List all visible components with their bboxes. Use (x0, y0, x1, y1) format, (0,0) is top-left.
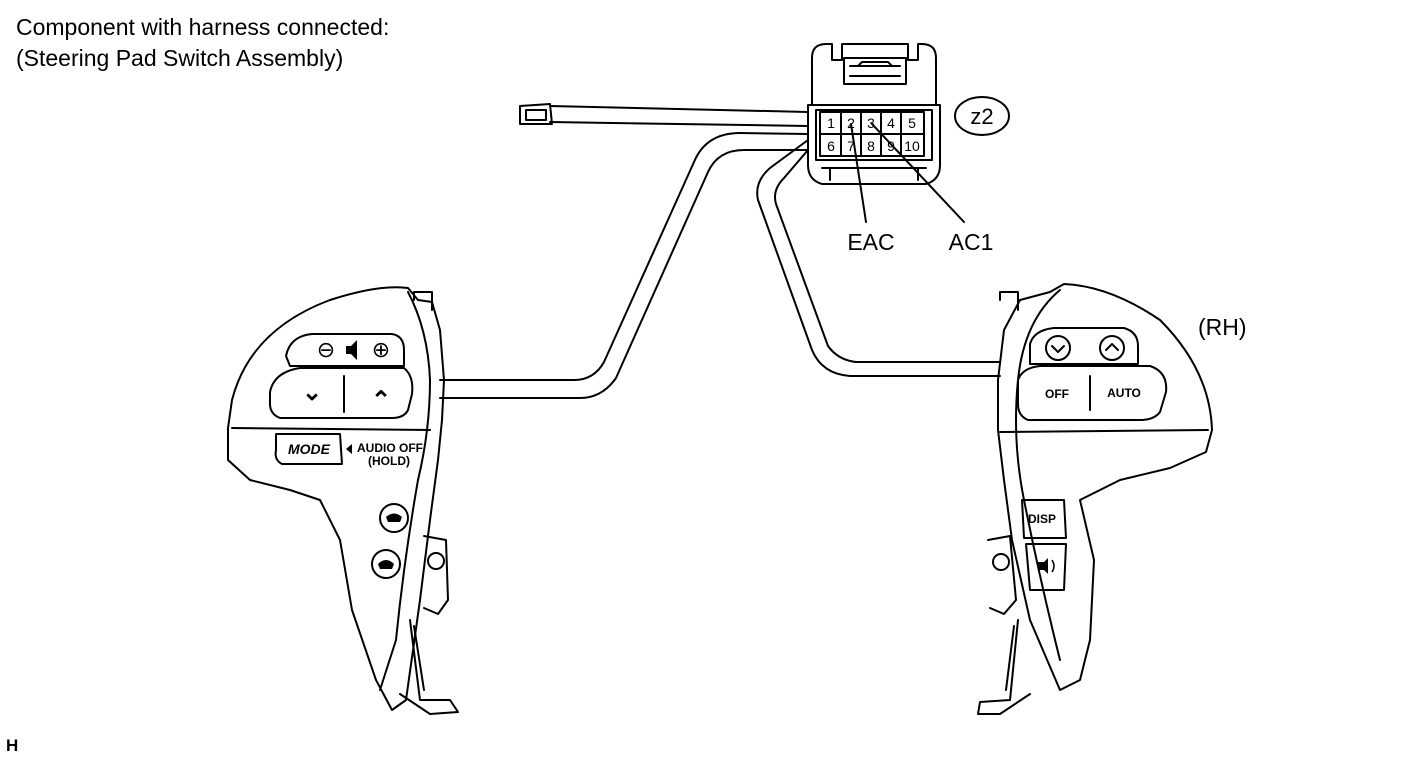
audio-off-note: AUDIO OFF (357, 441, 423, 455)
pin-3: 3 (867, 115, 875, 131)
volume-minus-button[interactable]: ⊖ (317, 337, 335, 362)
pin-9: 9 (887, 138, 895, 154)
harness-wires (439, 103, 1001, 399)
connector-pin-numbers: 1 2 3 4 5 6 7 8 9 10 (827, 115, 920, 154)
seek-down-button[interactable]: ⌄ (302, 379, 322, 406)
pin-5: 5 (908, 115, 916, 131)
pin-4: 4 (887, 115, 895, 131)
arrow-left-icon (346, 444, 352, 454)
callout-ac1: AC1 (949, 229, 994, 255)
corner-mark: H (6, 736, 19, 755)
off-button[interactable]: OFF (1045, 387, 1069, 401)
seek-up-button[interactable]: ⌃ (371, 387, 391, 414)
pin-2: 2 (847, 115, 855, 131)
volume-plus-button[interactable]: ⊕ (372, 337, 390, 362)
phone-off-icon[interactable] (378, 560, 394, 569)
wire-end-plug (519, 103, 553, 125)
pin-1: 1 (827, 115, 835, 131)
heading-line-1: Component with harness connected: (16, 14, 390, 40)
right-steering-switch (977, 283, 1213, 715)
left-steering-switch (227, 286, 459, 715)
side-label-rh: (RH) (1198, 314, 1247, 340)
heading-line-2: (Steering Pad Switch Assembly) (16, 45, 344, 71)
pin-8: 8 (867, 138, 875, 154)
disp-button[interactable]: DISP (1028, 512, 1056, 526)
auto-button[interactable]: AUTO (1107, 386, 1141, 400)
connector-z2 (807, 43, 965, 223)
pin-6: 6 (827, 138, 835, 154)
pin-7: 7 (847, 138, 855, 154)
pin-10: 10 (904, 138, 920, 154)
speaker-icon (346, 340, 357, 360)
phone-on-icon[interactable] (386, 513, 402, 523)
connector-code-circle (954, 96, 1010, 136)
connector-code: z2 (970, 104, 993, 129)
voice-icon[interactable] (1038, 558, 1055, 574)
callout-eac: EAC (847, 229, 894, 255)
diagram-heading: Component with harness connected: (Steer… (16, 12, 389, 74)
hold-note: (HOLD) (368, 454, 410, 468)
mode-button[interactable]: MODE (288, 441, 331, 457)
